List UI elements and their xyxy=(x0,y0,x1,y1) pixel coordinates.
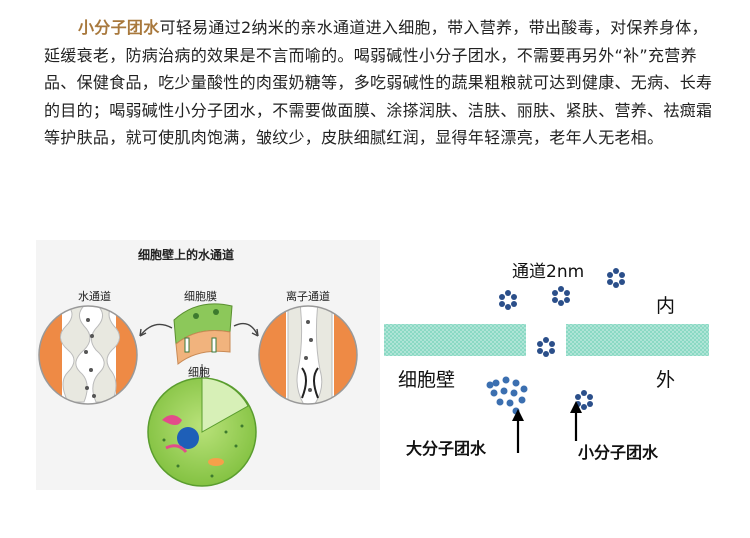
small-cluster-label: 小分子团水 xyxy=(578,443,659,462)
description-paragraph: 小分子团水可轻易通过2纳米的亲水通道进入细胞，带入营养，带出酸毒，对保养身体，延… xyxy=(44,14,724,152)
paragraph-body: 可轻易通过2纳米的亲水通道进入细胞，带入营养，带出酸毒，对保养身体，延缓衰老，防… xyxy=(44,18,713,147)
cell-label: 细胞 xyxy=(188,366,210,379)
cell-membrane-label: 细胞膜 xyxy=(184,290,217,303)
cell-wall-channel-diagram: 通道2nm 内 外 细胞壁 大分子团水 小分子团水 xyxy=(384,255,724,470)
outside-label: 外 xyxy=(656,369,676,391)
cell-wall-label: 细胞壁 xyxy=(398,369,456,391)
inside-label: 内 xyxy=(656,295,676,317)
cell-water-channel-illustration: 细胞壁上的水通道 水通道 细胞膜 离子通道 细胞 xyxy=(36,240,380,490)
water-channel-label: 水通道 xyxy=(78,290,111,303)
cell-wall-graphic xyxy=(384,268,709,453)
figure-title: 细胞壁上的水通道 xyxy=(138,248,235,262)
large-cluster-label: 大分子团水 xyxy=(406,439,487,458)
channel-size-label: 通道2nm xyxy=(512,262,585,282)
highlight-term: 小分子团水 xyxy=(78,18,160,37)
ion-channel-label: 离子通道 xyxy=(286,290,330,303)
cell-illustration-graphic xyxy=(36,240,380,490)
